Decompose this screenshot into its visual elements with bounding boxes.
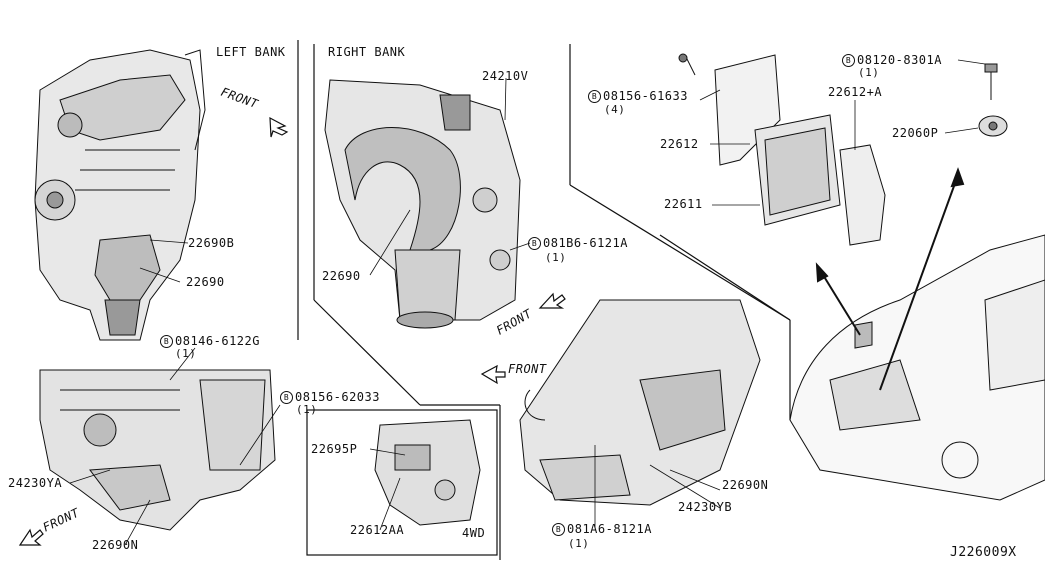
bolt-symbol-icon: B xyxy=(280,391,293,404)
ecm-module xyxy=(678,53,886,246)
divider-lower-diag xyxy=(659,234,791,321)
divider-ecm-diag xyxy=(569,184,791,321)
left-bank-heading: LEFT BANK xyxy=(216,45,286,59)
knock-sensor xyxy=(978,63,1008,137)
part-081B6-qty: (1) xyxy=(545,251,567,264)
underbody-sketch xyxy=(519,299,761,506)
callout-arrows xyxy=(815,167,965,391)
part-22612AA: 22612AA xyxy=(350,523,405,537)
bolt-symbol-icon: B xyxy=(160,335,173,348)
part-22690-left: 22690 xyxy=(186,275,225,289)
part-22612: 22612 xyxy=(660,137,699,151)
4wd-transfer-sketch xyxy=(374,419,481,526)
part-22612A: 22612+A xyxy=(828,85,883,99)
part-081A6-qty: (1) xyxy=(568,537,590,550)
lower-left-engine xyxy=(39,369,276,531)
part-24230YB: 24230YB xyxy=(678,500,733,514)
left-bank-engine xyxy=(34,49,206,341)
part-22690N-right: 22690N xyxy=(722,478,769,492)
leader-lines xyxy=(69,59,986,546)
part-22690-right: 22690 xyxy=(322,269,361,283)
4wd-inset-box xyxy=(306,409,498,556)
part-24210V: 24210V xyxy=(482,69,529,83)
part-22611: 22611 xyxy=(664,197,703,211)
front-label-underbody: FRONT xyxy=(508,362,547,376)
4wd-heading: 4WD xyxy=(462,526,486,540)
bolt-symbol-icon: B xyxy=(528,237,541,250)
bolt-symbol-icon: B xyxy=(552,523,565,536)
part-22690N-left: 22690N xyxy=(92,538,139,552)
diagram-id: J226009X xyxy=(950,545,1017,560)
part-22695P: 22695P xyxy=(311,442,358,456)
part-08146-qty: (1) xyxy=(175,347,197,360)
part-22060P: 22060P xyxy=(892,126,939,140)
part-08156-62033-qty: (1) xyxy=(296,403,318,416)
part-22690B: 22690B xyxy=(188,236,235,250)
bolt-symbol-icon: B xyxy=(842,54,855,67)
car-sketch xyxy=(789,234,1045,501)
part-08156-61633-qty: (4) xyxy=(604,103,626,116)
part-24230YA: 24230YA xyxy=(8,476,63,490)
divider-diagonal xyxy=(313,299,421,406)
part-08120-qty: (1) xyxy=(858,66,880,79)
right-bank-heading: RIGHT BANK xyxy=(328,45,406,59)
bolt-symbol-icon: B xyxy=(588,90,601,103)
right-bank-engine xyxy=(324,79,521,329)
front-arrow-icons xyxy=(18,116,566,546)
